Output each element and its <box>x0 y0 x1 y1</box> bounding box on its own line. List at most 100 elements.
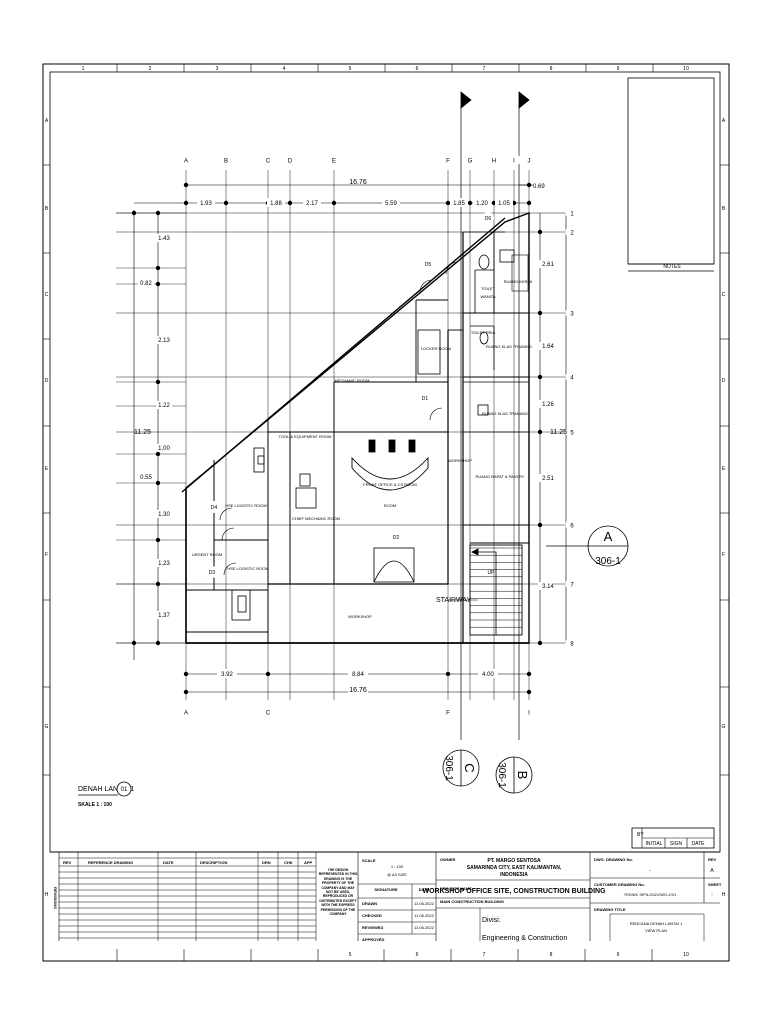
dim-bottom-mask <box>478 669 498 678</box>
grid-label-top: F <box>446 159 450 165</box>
grid-bubble-top <box>441 153 455 167</box>
dim-left-value: 1.22 <box>158 403 170 409</box>
grid-label-top: H <box>492 159 496 165</box>
toilet-fixture <box>478 254 490 270</box>
grid-label-top: C <box>266 159 271 165</box>
dim-left-mask <box>156 559 172 567</box>
room-toilet: TOILET <box>481 286 495 291</box>
sheet-inner-border <box>49 71 721 853</box>
grid-label-right: 6 <box>570 524 574 530</box>
tb-date-header: DATE <box>163 860 174 865</box>
door-tag-label: D2 <box>393 535 400 541</box>
chair <box>408 439 416 453</box>
dim-right-value: 3.14 <box>542 584 554 590</box>
tb-drawing-title-1: RENCANA DENAH LANTAI 1 <box>630 921 683 926</box>
grid-label-right: 8 <box>570 642 574 648</box>
tb-owner-name: PT. MARGO SENTOSA <box>487 858 541 864</box>
tb-scale-value: 1 : 100 <box>391 864 404 869</box>
tb-drawing-title-2: VIEW PLAN <box>645 928 667 933</box>
dim-right-mask <box>538 582 554 590</box>
desk <box>231 589 251 621</box>
dim-left-mask <box>156 611 172 619</box>
section-flag-b <box>518 91 530 109</box>
tb-cust-value: TEKNIK SIPIL/2021/WO-1/01 <box>624 892 677 897</box>
dim-dot <box>526 200 532 206</box>
building-diagonal-outer <box>181 217 506 493</box>
border-column-label: 1 <box>82 66 85 72</box>
tb-role-reviewed: REVIEWED <box>362 925 383 930</box>
tb-date-2: 11.06.2022 <box>414 913 434 918</box>
door-tag-label: D6 <box>485 216 492 222</box>
grid-label-right: 4 <box>570 376 574 382</box>
dim-left-value: 0.55 <box>140 475 152 481</box>
tb-dwg-value: - <box>649 868 651 874</box>
chair <box>388 439 396 453</box>
stair-arrow-path <box>478 551 497 635</box>
grid-label-top: E <box>332 159 336 165</box>
section-c-number: 306-1 <box>443 755 454 781</box>
grid-bubble-top <box>261 153 275 167</box>
dim-left-mask <box>156 336 172 344</box>
tb-dwg-label: DWG. DRAWING No. <box>594 857 633 862</box>
dim-left-value: 0.82 <box>140 281 152 287</box>
dim-top-mask <box>495 198 513 207</box>
section-a-number: 306-1 <box>595 556 621 567</box>
room-tool-equipment: TOOL & EQUIPMENT ROOM <box>279 434 332 439</box>
dim-left-value: 1.37 <box>158 613 170 619</box>
tb-main-label: MAIN CONSTRUCTION BUILDING <box>440 899 504 904</box>
dim-dot <box>131 640 137 646</box>
notes-box <box>627 77 715 265</box>
grid-label-top: A <box>184 159 188 165</box>
room-hse: HSE LOGISTIC ROOM <box>225 503 267 508</box>
stair-up-label: UP <box>488 570 496 576</box>
grid-bubble-top <box>219 153 233 167</box>
tb-date-1: 11.06.2022 <box>414 901 434 906</box>
room-ruang-kerja: RUANG KERJA <box>504 279 533 284</box>
dim-bottom-mask <box>217 669 237 678</box>
border-row-label-left: H <box>45 892 49 898</box>
dim-small: 0.69 <box>533 184 545 190</box>
border-row-label-right: C <box>722 292 726 298</box>
tb-sheet-label: SHEET <box>708 882 722 887</box>
door-tag-label: D5 <box>425 262 432 268</box>
dim-top-mask <box>303 198 321 207</box>
stairway-label: STAIRWAY <box>436 597 471 604</box>
grid-bubble-top <box>283 153 297 167</box>
door-swing <box>445 261 459 275</box>
border-row-label-right: B <box>722 206 726 212</box>
sheet-outer-border <box>42 63 730 962</box>
dim-top-value: 2.17 <box>306 201 318 207</box>
border-row-label-left: B <box>45 206 49 212</box>
section-a-letter: A <box>604 529 613 544</box>
dim-top-mask <box>197 198 215 207</box>
dim-dot <box>287 200 293 206</box>
grid-label-bottom: A <box>184 711 188 717</box>
tb-app-header: APP <box>304 860 313 865</box>
section-marker-a: A 306-1 <box>587 525 629 567</box>
dim-dot <box>537 374 543 380</box>
dim-top-value: 1.93 <box>200 201 212 207</box>
dim-dot <box>537 522 543 528</box>
dim-dot <box>223 200 229 206</box>
room-logistic: HSE LOGISTIC ROOM <box>227 566 269 571</box>
door-tag-label: D4 <box>211 505 218 511</box>
dim-dot <box>537 640 543 646</box>
tb-role-approved: APPROVED <box>362 937 385 942</box>
tb-division: Engineering & Construction <box>482 935 567 942</box>
dim-dot <box>526 671 532 677</box>
grid-label-right: 1 <box>570 212 574 218</box>
dim-left-mask <box>138 279 154 287</box>
dims-left: 1.430.822.131.221.000.551.301.231.37 <box>138 234 172 619</box>
section-flag-c <box>460 91 472 109</box>
building-outline <box>185 211 530 644</box>
dim-left-total: 11.25 <box>134 429 151 436</box>
dim-right-mask <box>538 260 554 268</box>
dim-dot <box>131 210 137 216</box>
plan-number-bubble <box>116 781 132 797</box>
locker-cabinet <box>417 329 441 375</box>
dim-dot <box>537 310 543 316</box>
dim-top-value: 1.85 <box>453 201 465 207</box>
